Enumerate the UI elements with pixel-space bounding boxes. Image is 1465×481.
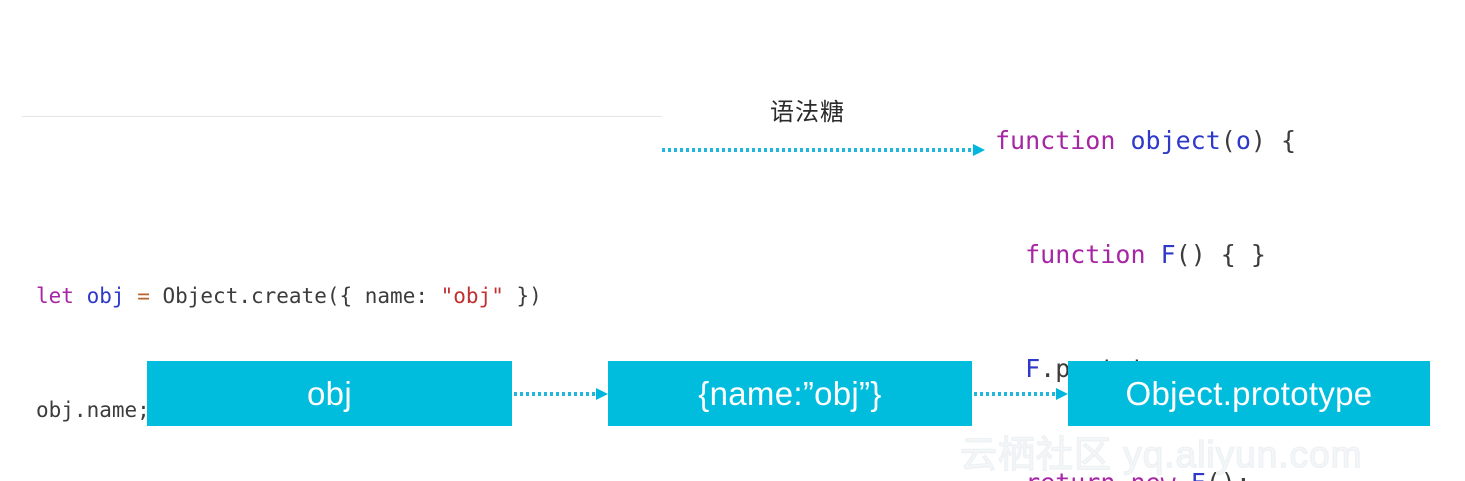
code-token: object: [1130, 126, 1221, 155]
code-token: =: [137, 284, 150, 308]
code-token: obj.name;: [36, 398, 150, 422]
arrow-head-icon: [1056, 388, 1068, 400]
code-token: (: [1220, 126, 1236, 155]
code-token: "obj": [440, 284, 504, 308]
code-line: obj.name;: [36, 391, 662, 429]
function-source: function object(o) { function F() { } F.…: [995, 46, 1296, 481]
arrow-shaft: [514, 392, 596, 396]
arrow-shaft: [974, 392, 1056, 396]
syntactic-sugar-arrow: [662, 144, 985, 156]
chain-box-label: {name:”obj”}: [698, 374, 882, 412]
code-token: obj: [86, 284, 125, 308]
console-section-1: let obj = Object.create({ name: "obj" })…: [22, 193, 662, 481]
code-token: [125, 284, 138, 308]
code-line: function F() { }: [995, 236, 1296, 274]
code-line: return new F();: [995, 464, 1296, 481]
arrow-head-icon: [973, 144, 985, 156]
code-token: ) {: [1250, 126, 1297, 155]
code-token: }): [503, 284, 542, 308]
chain-box-label: obj: [307, 374, 352, 412]
code-line: let obj = Object.create({ name: "obj" }): [36, 277, 662, 315]
chain-box-obj: obj: [147, 361, 512, 426]
chain-arrow-2: [974, 388, 1068, 400]
code-token: F: [1191, 468, 1206, 481]
code-token: o: [1235, 126, 1251, 155]
syntactic-sugar-label: 语法糖: [770, 98, 845, 126]
code-line: function object(o) {: [995, 122, 1296, 160]
chain-box-label: Object.prototype: [1125, 374, 1373, 412]
chain-box-object-prototype: Object.prototype: [1068, 361, 1430, 426]
arrow-shaft: [662, 148, 973, 152]
code-token: Object.create({ name:: [149, 284, 441, 308]
code-token: function: [995, 240, 1161, 269]
code-token: let: [36, 284, 74, 308]
divider-top: [22, 116, 662, 117]
console-transcript: let obj = Object.create({ name: "obj" })…: [22, 40, 662, 481]
chain-box-name-obj: {name:”obj”}: [608, 361, 972, 426]
code-token: [995, 354, 1025, 383]
code-token: ();: [1206, 468, 1251, 481]
code-token: F: [1025, 354, 1041, 383]
code-token: () { }: [1175, 240, 1266, 269]
site-watermark: 云栖社区 yq.aliyun.com: [959, 433, 1363, 476]
code-token: [74, 284, 87, 308]
chain-arrow-1: [514, 388, 608, 400]
code-token: F: [1160, 240, 1176, 269]
arrow-head-icon: [596, 388, 608, 400]
code-token: function: [995, 126, 1131, 155]
code-token: return new: [995, 468, 1191, 481]
